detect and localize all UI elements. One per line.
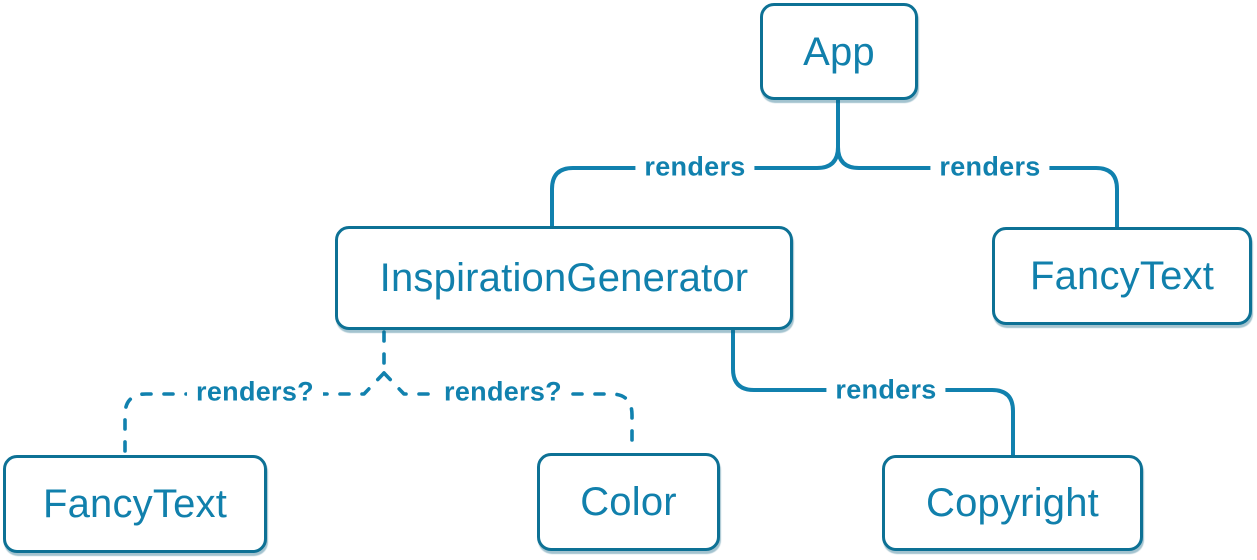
node-fancy-text-bottom-label: FancyText (42, 482, 228, 526)
node-app-label: App (803, 29, 875, 74)
node-fancy-text-top: FancyText (992, 227, 1252, 325)
edge-line-app-fancytext (836, 145, 1119, 230)
node-copyright: Copyright (882, 455, 1143, 551)
node-inspiration-generator: InspirationGenerator (335, 226, 793, 330)
node-fancy-text-bottom: FancyText (3, 455, 267, 553)
edge-label-inspirationgenerator-copyright: renders (826, 374, 946, 406)
node-color-label: Color (580, 480, 677, 524)
node-copyright-label: Copyright (926, 481, 1099, 525)
node-app: App (760, 3, 918, 100)
edge-line-inspirationgenerator-fancytext (123, 371, 386, 456)
edge-label-app-fancytext: renders (930, 151, 1050, 183)
edge-line-inspirationgenerator-color (382, 371, 634, 454)
node-fancy-text-top-label: FancyText (1029, 254, 1215, 298)
edge-label-inspirationgenerator-fancytext: renders? (187, 376, 323, 408)
node-inspiration-generator-label: InspirationGenerator (379, 256, 749, 300)
edge-label-app-inspirationgenerator: renders (635, 151, 755, 183)
edge-label-inspirationgenerator-color: renders? (435, 376, 571, 408)
node-color: Color (537, 453, 720, 551)
